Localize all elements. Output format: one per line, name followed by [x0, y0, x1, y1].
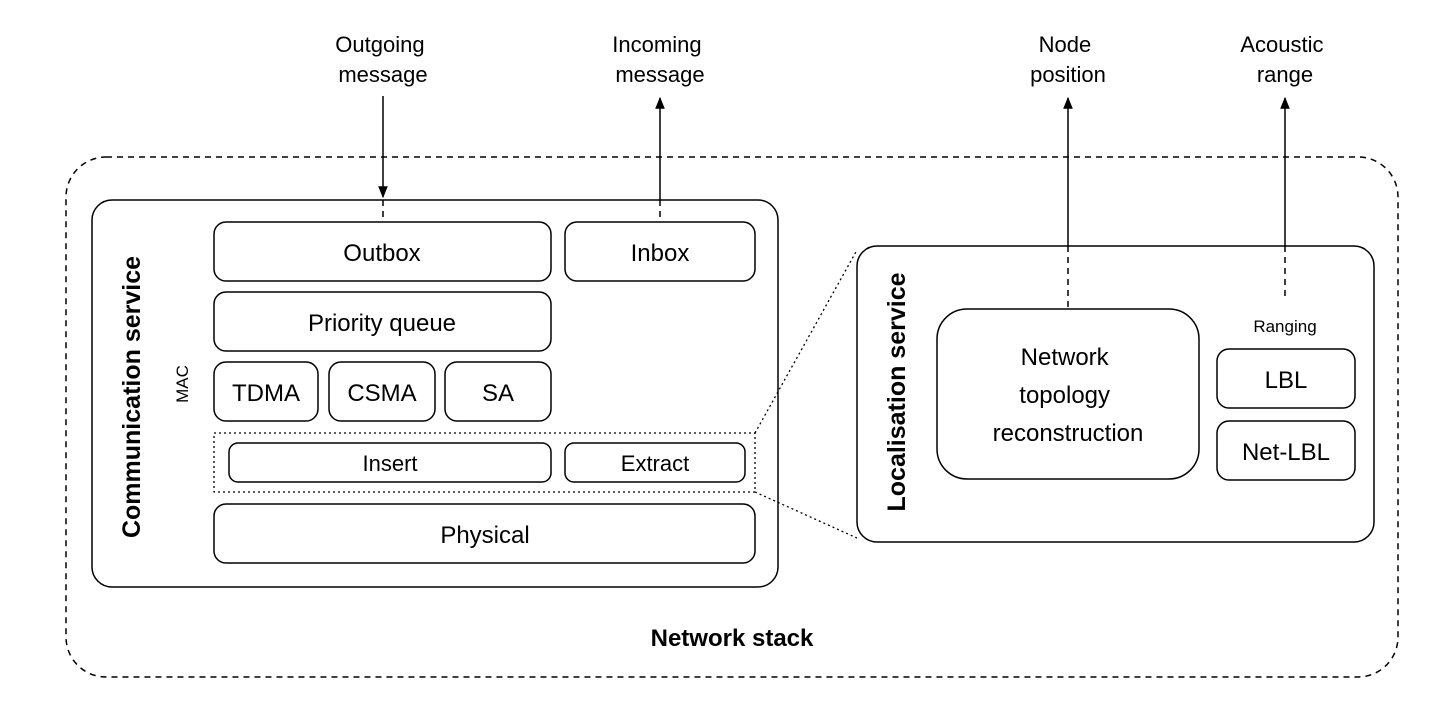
zoom-connector-bottom — [754, 491, 858, 539]
node-position: Node position — [1030, 32, 1106, 309]
node-position-line-1: Node — [1039, 32, 1092, 57]
ranging-label: Ranging — [1253, 317, 1316, 336]
inbox-label: Inbox — [631, 240, 690, 267]
topology-box — [936, 308, 1200, 480]
sa-box — [444, 361, 552, 422]
priority-queue-box — [213, 291, 552, 352]
lbl-box — [1216, 348, 1356, 409]
communication-service: Communication service MAC Outbox Inbox P… — [91, 199, 779, 588]
inbox-box — [564, 221, 756, 282]
topology-line-2: topology — [1019, 382, 1110, 409]
incoming-line-2: message — [615, 62, 704, 87]
incoming-line-1: Incoming — [612, 32, 701, 57]
insert-box — [228, 442, 552, 483]
acoustic-range-line-1: Acoustic — [1240, 32, 1323, 57]
csma-box — [328, 361, 436, 422]
insert-extract-region — [213, 432, 756, 493]
insert-label: Insert — [362, 451, 417, 476]
physical-label: Physical — [440, 522, 529, 549]
acoustic-range-line-2: range — [1257, 62, 1313, 87]
outgoing-line-2: message — [338, 62, 427, 87]
network-stack-label: Network stack — [651, 625, 814, 652]
localisation-service-label: Localisation service — [883, 272, 911, 511]
outgoing-line-1: Outgoing — [335, 32, 424, 57]
acoustic-range: Acoustic range — [1240, 32, 1329, 300]
outgoing-message: Outgoing message — [335, 32, 430, 222]
physical-box — [213, 503, 756, 564]
net-lbl-box — [1216, 420, 1356, 481]
tdma-label: TDMA — [232, 380, 300, 407]
acoustic-range-label: Acoustic range — [1240, 32, 1329, 87]
mac-label: MAC — [173, 365, 192, 403]
topology-label: Network topology reconstruction — [993, 344, 1144, 447]
network-stack-container — [65, 156, 1399, 678]
node-position-label: Node position — [1030, 32, 1106, 87]
net-lbl-label: Net-LBL — [1242, 439, 1330, 466]
sa-label: SA — [482, 380, 514, 407]
outbox-label: Outbox — [343, 240, 420, 267]
node-position-line-2: position — [1030, 62, 1106, 87]
incoming-message-label: Incoming message — [612, 32, 707, 87]
topology-line-1: Network — [1021, 344, 1110, 371]
localisation-service: Localisation service Network topology re… — [856, 245, 1375, 543]
outbox-box — [213, 221, 552, 282]
csma-label: CSMA — [347, 380, 416, 407]
topology-line-3: reconstruction — [993, 420, 1144, 447]
incoming-message: Incoming message — [612, 32, 707, 222]
extract-box — [564, 442, 746, 483]
lbl-label: LBL — [1265, 367, 1308, 394]
priority-queue-label: Priority queue — [308, 310, 456, 337]
outgoing-message-label: Outgoing message — [335, 32, 430, 87]
communication-service-label: Communication service — [118, 256, 146, 538]
extract-label: Extract — [621, 451, 689, 476]
tdma-box — [213, 361, 319, 422]
